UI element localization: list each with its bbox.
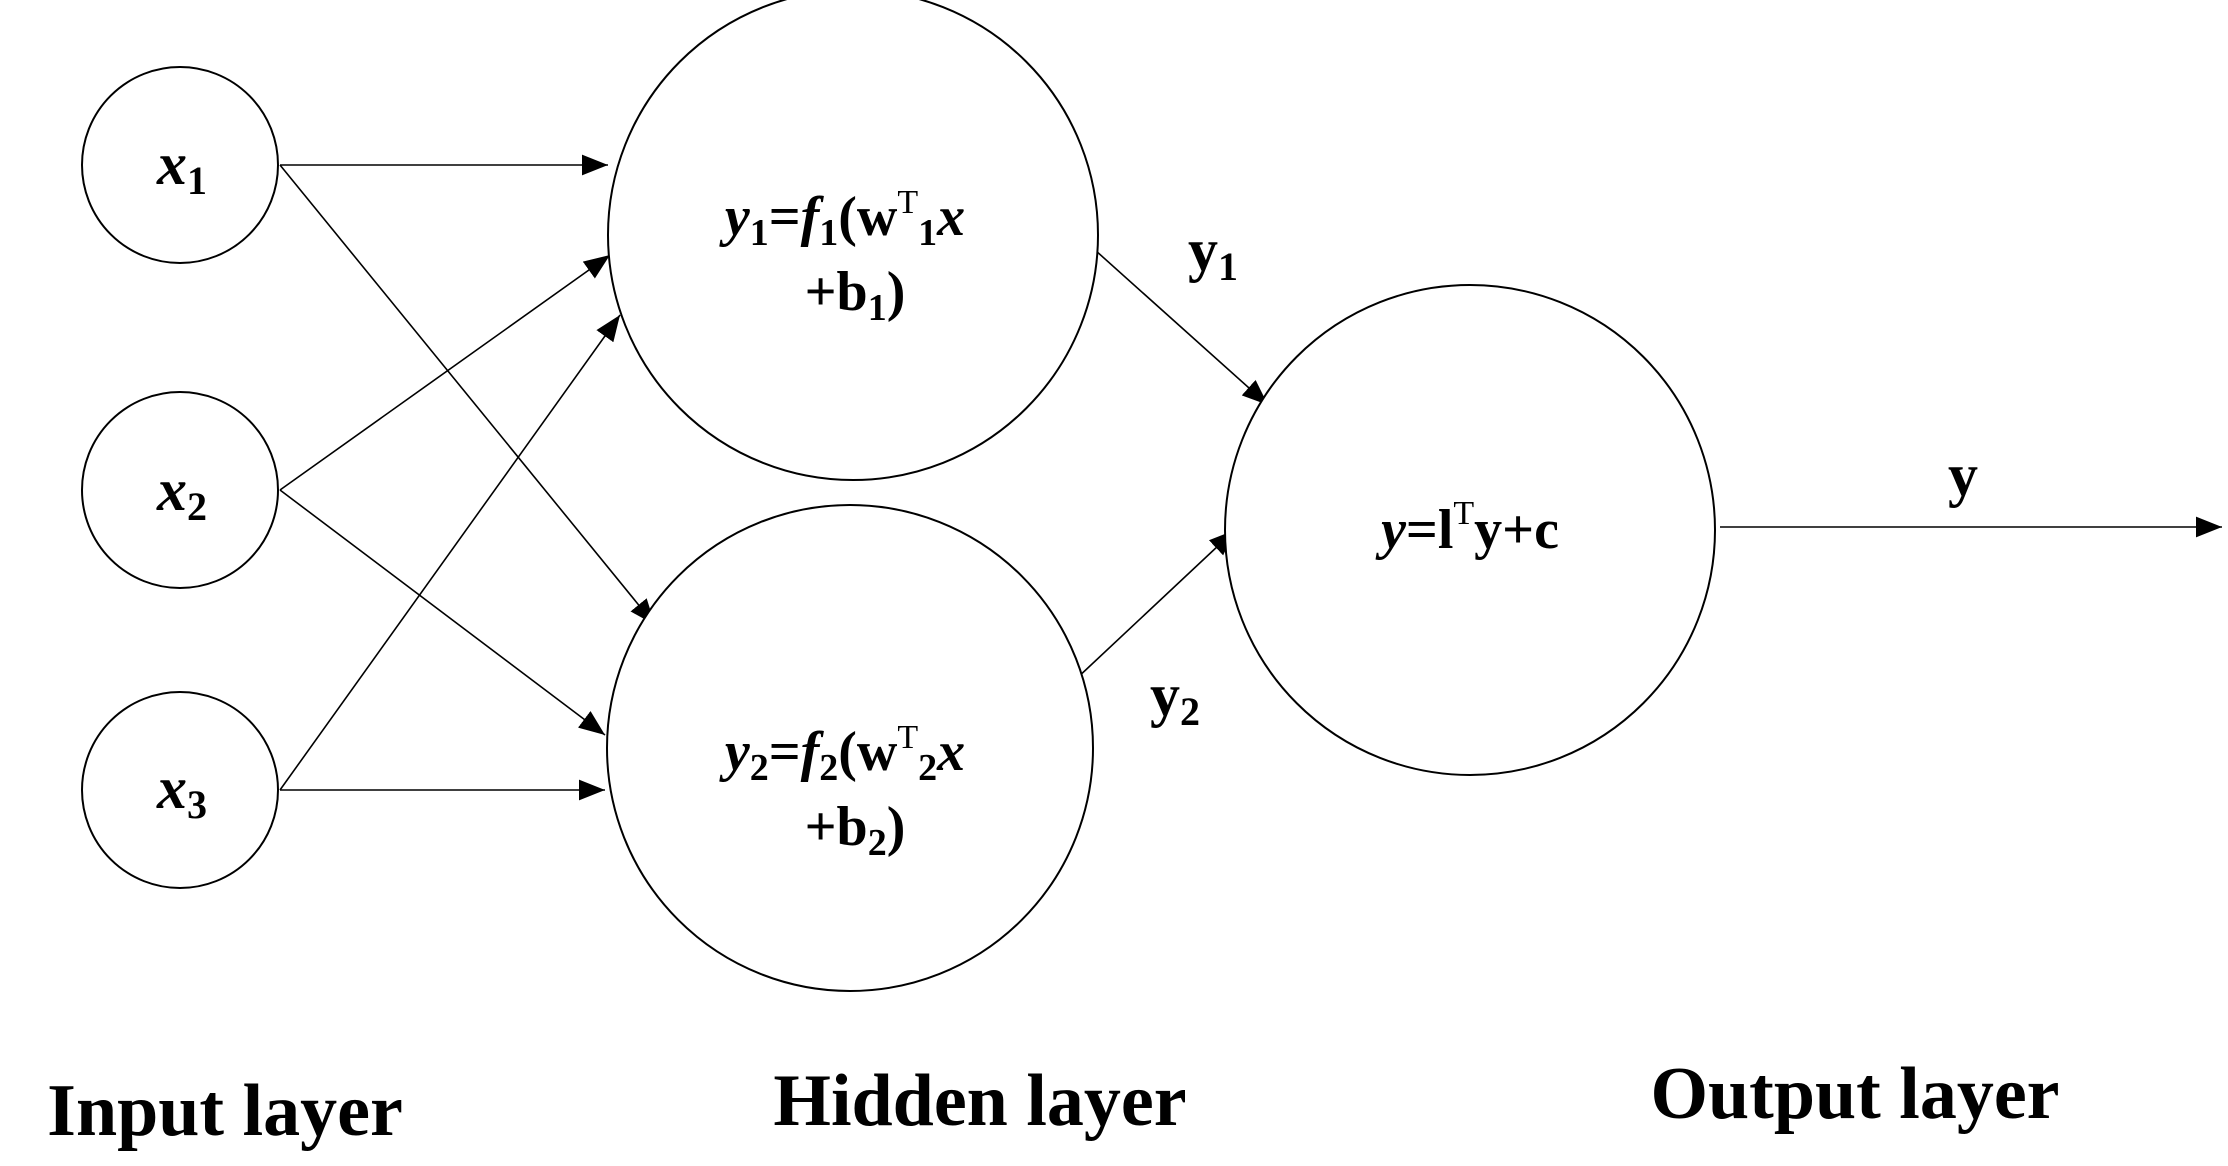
input-label-x3: x3 [156,755,207,827]
layer-title-hidden: Hidden layer [773,1060,1186,1142]
input-label-x1: x1 [156,131,207,203]
layer-title-input: Input layer [47,1070,403,1152]
output-node [1224,284,1716,776]
edge-x2-h1 [279,254,611,491]
hidden-1-formula-line1: y1=f1(wT1x [719,184,965,254]
hidden-1-formula-line2: +b1) [805,261,906,329]
edge-h2-out [1074,529,1236,681]
input-node-x1 [81,66,279,264]
edge-x1-h2 [279,164,656,626]
output-formula: y=lTy+c [1375,495,1559,561]
signal-label-y: y [1948,442,1978,508]
hidden-node-1 [607,0,1099,481]
hidden-2-formula-line1: y2=f2(wT2x [719,719,965,789]
hidden-node-2 [606,504,1094,992]
input-label-x2: x2 [156,457,207,529]
hidden-2-formula-line2: +b2) [805,796,906,864]
edge-x3-h1 [279,314,621,791]
input-node-x2 [81,391,279,589]
signal-label-y2: y2 [1150,662,1200,734]
edge-h1-out [1094,249,1269,406]
edge-x2-h2 [279,489,606,736]
signal-label-y1: y1 [1188,217,1238,289]
input-node-x3 [81,691,279,889]
layer-title-output: Output layer [1650,1053,2059,1135]
